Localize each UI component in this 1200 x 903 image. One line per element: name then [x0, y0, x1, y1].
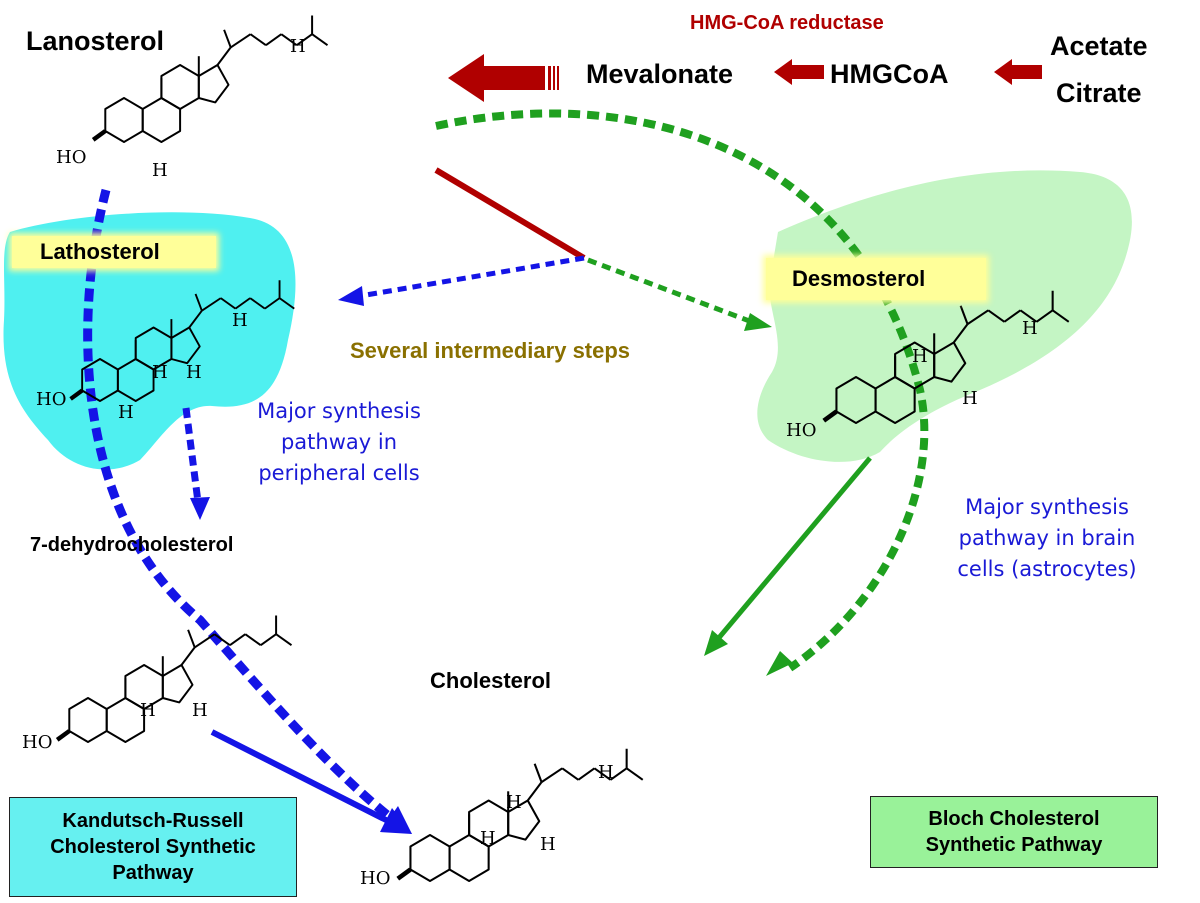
- lathosterol-blob: [3, 212, 296, 470]
- desmosterol-h-label: H: [912, 346, 928, 367]
- lanosterol-ho-label: HO: [56, 147, 86, 168]
- desmosterol-ho-label: HO: [786, 420, 816, 441]
- lathosterol-h2-label: H: [152, 362, 168, 383]
- green-dashed-arrows: [435, 109, 929, 672]
- kandutsch-box-label: Kandutsch-Russell Cholesterol Synthetic …: [50, 810, 256, 884]
- red-arrows: [448, 54, 1042, 102]
- blue-solid-arrow: [210, 729, 392, 825]
- acetate-label: Acetate: [1050, 31, 1148, 61]
- lathosterol-h-label: H: [118, 402, 134, 423]
- lanosterol-h-label: H: [152, 160, 168, 181]
- bloch-box-label: Bloch Cholesterol Synthetic Pathway: [925, 808, 1103, 856]
- dehydro-h2-label: H: [192, 700, 208, 721]
- green-arrowheads: [744, 313, 793, 676]
- lanosterol-h2-label: H: [290, 36, 306, 57]
- lathosterol-ho-label: HO: [36, 389, 66, 410]
- intermediary-label: Several intermediary steps: [350, 338, 631, 363]
- enzyme-label: HMG-CoA reductase: [690, 12, 884, 34]
- lanosterol-label: Lanosterol: [26, 26, 165, 56]
- lathosterol-label: Lathosterol: [12, 236, 216, 268]
- cholesterol-ho-label: HO: [360, 868, 390, 889]
- atom-labels: HO H H HO H H H H HO H H H HO H H HO H H…: [22, 36, 1038, 889]
- cholesterol-h2-label: H: [480, 828, 496, 849]
- dehydro-ho-label: HO: [22, 732, 52, 753]
- desmosterol-h3-label: H: [1022, 318, 1038, 339]
- lathosterol-h3-label: H: [186, 362, 202, 383]
- brain-note: Major synthesis pathway in brain cells (…: [957, 495, 1137, 581]
- lathosterol-h4-label: H: [232, 310, 248, 331]
- green-solid-arrowhead: [704, 630, 728, 656]
- green-solid-arrow: [710, 456, 872, 648]
- blue-dashed-arrows: [83, 188, 585, 826]
- cholesterol-label: Cholesterol: [430, 668, 552, 693]
- mevalonate-label: Mevalonate: [586, 59, 734, 89]
- kandutsch-box: Kandutsch-Russell Cholesterol Synthetic …: [9, 797, 297, 897]
- hmgcoa-label: HMGCoA: [830, 59, 949, 89]
- red-branch-line: [434, 167, 586, 261]
- citrate-label: Citrate: [1056, 78, 1142, 108]
- cholesterol-h3-label: H: [540, 834, 556, 855]
- blue-solid-arrowhead: [380, 808, 412, 834]
- desmosterol-h2-label: H: [962, 388, 978, 409]
- bloch-box: Bloch Cholesterol Synthetic Pathway: [870, 796, 1158, 868]
- desmosterol-blob: [757, 170, 1132, 462]
- dehydrocholesterol-label: 7-dehydrocholesterol: [30, 534, 234, 556]
- cholesterol-h-label: H: [506, 792, 522, 813]
- dehydro-h-label: H: [140, 700, 156, 721]
- desmosterol-label: Desmosterol: [766, 258, 986, 300]
- cholesterol-h4-label: H: [598, 762, 614, 783]
- peripheral-note: Major synthesis pathway in peripheral ce…: [257, 399, 421, 485]
